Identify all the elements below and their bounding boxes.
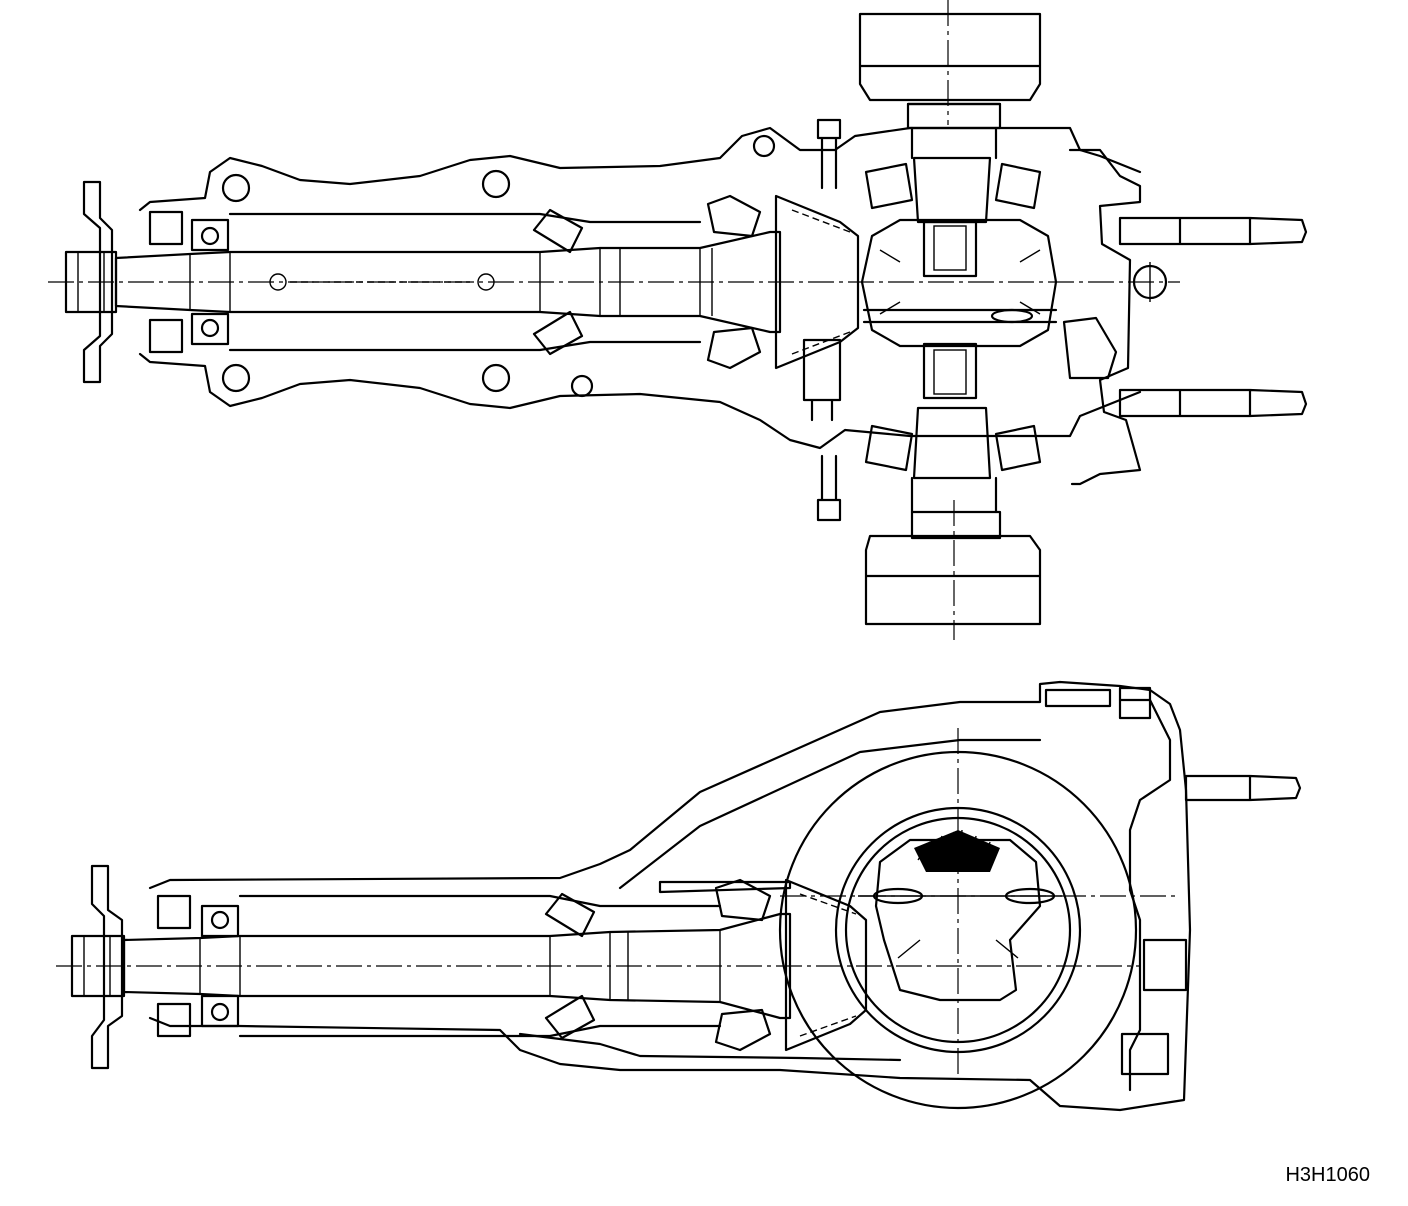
oil-seal xyxy=(156,894,192,930)
rear-cover xyxy=(1068,148,1142,486)
drive-pinion-gear xyxy=(784,878,868,1052)
rear-pinion-bearing xyxy=(532,208,584,356)
side-gear-upper xyxy=(912,156,992,224)
companion-flange xyxy=(90,864,124,1070)
mount-hole xyxy=(481,363,511,393)
top-view-section xyxy=(48,0,1308,640)
mount-hole xyxy=(752,134,776,158)
mount-stud-upper xyxy=(1118,216,1308,246)
filler-plug xyxy=(816,118,842,190)
drain-plug xyxy=(816,454,842,522)
breather xyxy=(1044,688,1112,708)
mount-hole xyxy=(570,374,594,398)
top-housing-outline xyxy=(138,126,1142,450)
differential-case xyxy=(860,218,1058,348)
pilot-bearing xyxy=(190,312,230,346)
oil-seal xyxy=(148,318,184,354)
axle-shaft-lower xyxy=(910,476,998,514)
oil-seal xyxy=(148,210,184,246)
side-flange-lower xyxy=(864,534,1042,626)
breather xyxy=(802,338,842,422)
companion-flange xyxy=(82,180,114,384)
pilot-bearing xyxy=(200,994,240,1028)
bottom-housing-outline xyxy=(148,680,1192,1112)
ring-gear-outer xyxy=(778,750,1138,1110)
mount-bracket xyxy=(1142,938,1188,992)
rear-cover xyxy=(1118,698,1172,1092)
figure-code: H3H1060 xyxy=(1285,1164,1370,1186)
side-flange-upper xyxy=(858,12,1042,102)
mount-stud xyxy=(1184,774,1302,802)
pinion-mate-gear-teeth xyxy=(914,830,1000,872)
bottom-view-section xyxy=(56,680,1302,1112)
mount-hole xyxy=(221,173,251,203)
mount-bracket xyxy=(1118,686,1152,720)
pilot-bearing xyxy=(200,904,240,938)
side-gear-lower xyxy=(912,406,992,480)
mount-bracket xyxy=(1120,1032,1170,1076)
pinion-mate-gear xyxy=(922,220,978,278)
pinion-shaft-pin xyxy=(990,308,1034,324)
drive-pinion-shaft xyxy=(114,230,782,334)
differential-case-circle xyxy=(834,806,1082,1054)
front-pinion-bearing xyxy=(714,878,772,1052)
mount-hole xyxy=(221,363,251,393)
differential-gears xyxy=(874,838,1042,1002)
mount-stud-lower xyxy=(1118,388,1308,418)
side-bearing xyxy=(864,162,1042,472)
oil-channel xyxy=(658,880,792,894)
drive-pinion-gear xyxy=(774,194,860,370)
ring-gear xyxy=(1062,316,1118,380)
oil-seal xyxy=(156,1002,192,1038)
pinion-mate-gear xyxy=(922,342,978,400)
axle-shaft-upper xyxy=(906,102,1002,160)
pilot-bearing xyxy=(190,218,230,252)
rear-pinion-bearing xyxy=(544,892,596,1040)
front-pinion-bearing xyxy=(706,194,762,370)
mount-hole xyxy=(481,169,511,199)
